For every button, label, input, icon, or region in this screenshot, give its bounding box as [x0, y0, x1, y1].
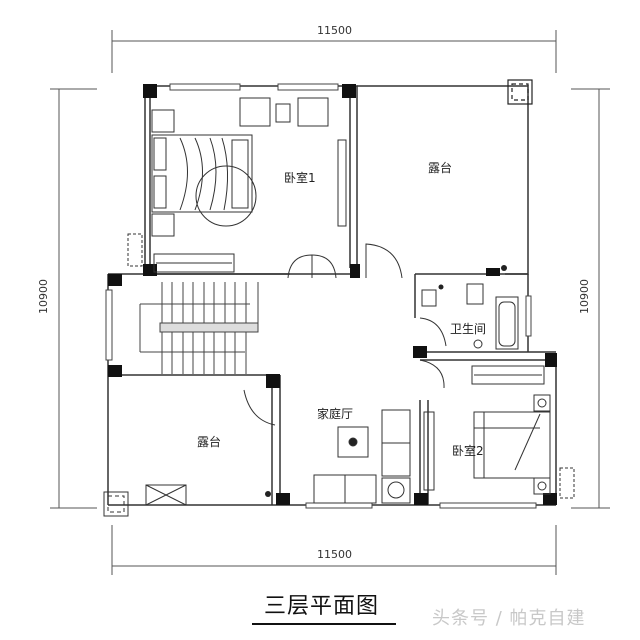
dimension-left [50, 88, 97, 509]
room-label-bedroom2: 卧室2 [452, 444, 484, 458]
bed-bedroom2 [471, 365, 575, 499]
bed-bedroom1 [151, 97, 347, 237]
drain-box-north [507, 79, 533, 105]
room-label-terrace-north: 露台 [428, 161, 453, 175]
windows [105, 83, 537, 509]
dimension-right-label: 10900 [578, 279, 591, 314]
wardrobe-bedroom1-window-vent [127, 233, 143, 267]
room-label-bedroom1: 卧室1 [284, 171, 316, 185]
doors [243, 243, 447, 426]
room-label-family-room: 家庭厅 [317, 407, 354, 421]
room-label-bathroom: 卫生间 [450, 322, 487, 336]
room-label-terrace-south: 露台 [197, 435, 222, 449]
dimension-top [111, 30, 557, 73]
structural-columns [108, 84, 557, 505]
dimension-top-label: 11500 [317, 24, 352, 37]
dimension-bottom-label: 11500 [317, 548, 352, 561]
dimension-right [571, 88, 610, 509]
dimension-bottom [111, 525, 557, 575]
wardrobe-bedroom1 [153, 253, 235, 273]
terrace-south-details [103, 484, 187, 517]
drawing-title: 三层平面图 [264, 594, 380, 619]
dimension-left-label: 10900 [37, 279, 50, 314]
bathroom-fixtures [421, 283, 519, 350]
family-room-furniture [313, 409, 435, 504]
staircase[interactable] [139, 282, 259, 374]
walls [107, 85, 557, 506]
watermark: 头条号 / 帕克自建 [432, 608, 586, 629]
drain-point [501, 265, 507, 271]
